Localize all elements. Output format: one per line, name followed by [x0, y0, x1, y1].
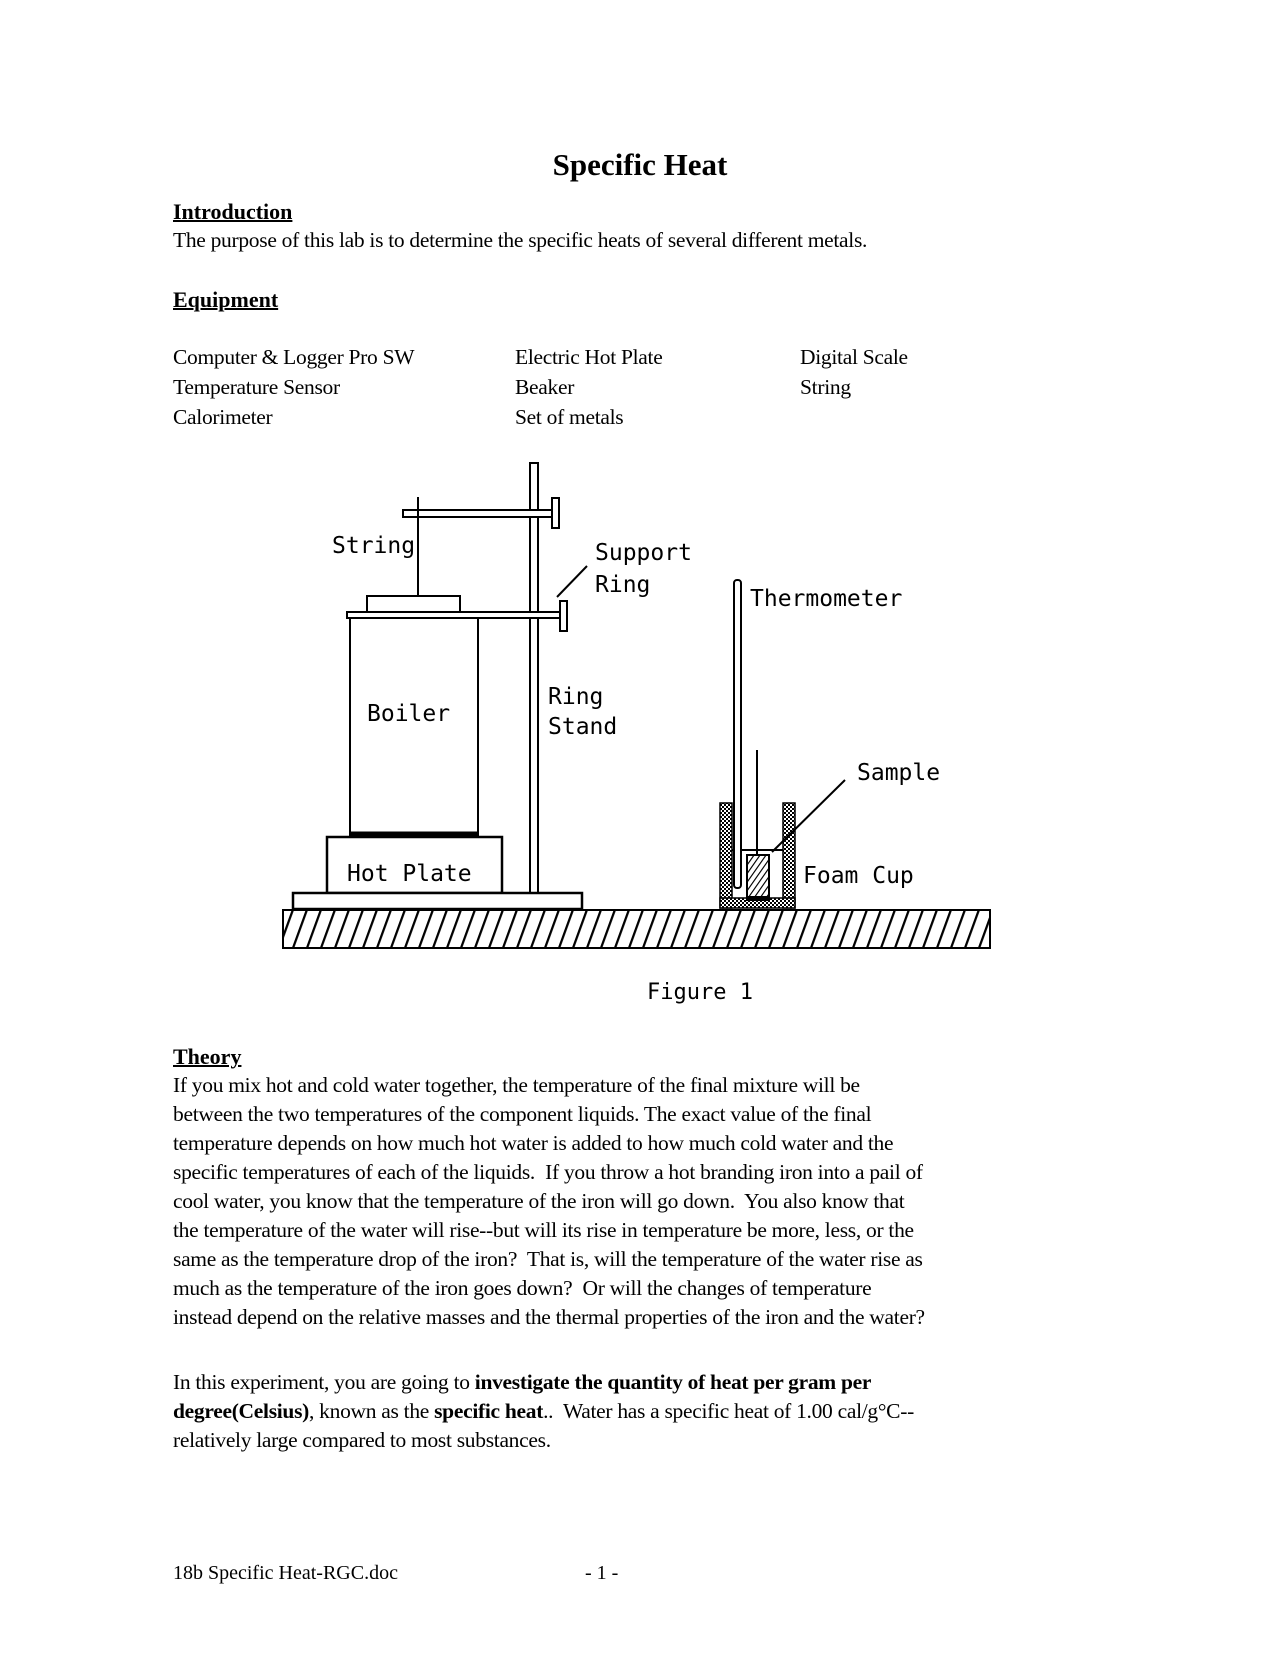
equipment-item: String — [800, 375, 851, 399]
label-string: String — [332, 533, 415, 559]
equipment-item: Set of metals — [515, 405, 624, 429]
equipment-item: Temperature Sensor — [173, 375, 340, 399]
top-crossbar — [402, 509, 557, 518]
page-title: Specific Heat — [552, 147, 728, 182]
theory-line: much as the temperature of the iron goes… — [173, 1276, 872, 1300]
theory-paragraph: If you mix hot and cold water together, … — [173, 1071, 925, 1332]
theory-line: between the two temperatures of the comp… — [173, 1102, 872, 1126]
bench-surface — [282, 909, 991, 949]
label-foam-cup: Foam Cup — [803, 863, 914, 889]
ring-stand-pole — [529, 462, 539, 894]
theory-heading: Theory — [173, 1044, 242, 1069]
stand-base-plate — [291, 891, 584, 911]
introduction-paragraph: The purpose of this lab is to determine … — [173, 226, 867, 255]
experiment-line: degree(Celsius), known as the specific h… — [173, 1399, 914, 1423]
equipment-item: Beaker — [515, 375, 575, 399]
foam-cup-left-wall — [719, 802, 733, 909]
equipment-column-3: Digital Scale String — [800, 342, 908, 402]
equipment-item: Calorimeter — [173, 405, 273, 429]
figure-caption: Figure 1 — [647, 980, 753, 1005]
label-stand: Stand — [548, 714, 617, 740]
experiment-line: relatively large compared to most substa… — [173, 1428, 551, 1452]
footer-page-number: - 1 - — [585, 1562, 619, 1584]
equipment-column-1: Computer & Logger Pro SW Temperature Sen… — [173, 342, 415, 432]
label-sample: Sample — [857, 760, 940, 786]
equipment-item: Computer & Logger Pro SW — [173, 345, 415, 369]
theory-line: specific temperatures of each of the liq… — [173, 1160, 923, 1184]
equipment-item: Digital Scale — [800, 345, 908, 369]
top-crossbar-cap — [551, 497, 560, 529]
equipment-heading: Equipment — [173, 287, 279, 312]
equipment-column-2: Electric Hot Plate Beaker Set of metals — [515, 342, 663, 432]
sample-block — [746, 854, 770, 901]
footer-filename: 18b Specific Heat-RGC.doc — [173, 1562, 398, 1584]
foam-cup-right-wall — [782, 802, 796, 909]
label-hot-plate: Hot Plate — [347, 861, 472, 887]
theory-line: instead depend on the relative masses an… — [173, 1305, 925, 1329]
boiler-lid — [366, 595, 461, 613]
theory-line: cool water, you know that the temperatur… — [173, 1189, 905, 1213]
label-ring: Ring — [548, 684, 603, 710]
introduction-text: The purpose of this lab is to determine … — [173, 228, 868, 252]
support-ring-cap — [559, 600, 568, 632]
experiment-line: In this experiment, you are going to inv… — [173, 1370, 872, 1394]
label-boiler: Boiler — [367, 701, 450, 727]
sample-leader-line — [771, 779, 846, 853]
experiment-paragraph: In this experiment, you are going to inv… — [173, 1368, 914, 1455]
theory-line: If you mix hot and cold water together, … — [173, 1073, 860, 1097]
theory-line: temperature depends on how much hot wate… — [173, 1131, 894, 1155]
label-thermometer: Thermometer — [750, 586, 902, 612]
lab-setup-diagram: String Support Ring Thermometer Ring Sta… — [282, 462, 991, 949]
support-ring-leader-line — [556, 565, 588, 598]
equipment-item: Electric Hot Plate — [515, 345, 663, 369]
introduction-heading: Introduction — [173, 199, 293, 224]
label-support: Support — [595, 540, 692, 566]
theory-line: same as the temperature drop of the iron… — [173, 1247, 923, 1271]
thermometer-tube — [733, 579, 742, 889]
label-support-ring: Ring — [595, 572, 650, 598]
theory-line: the temperature of the water will rise--… — [173, 1218, 914, 1242]
